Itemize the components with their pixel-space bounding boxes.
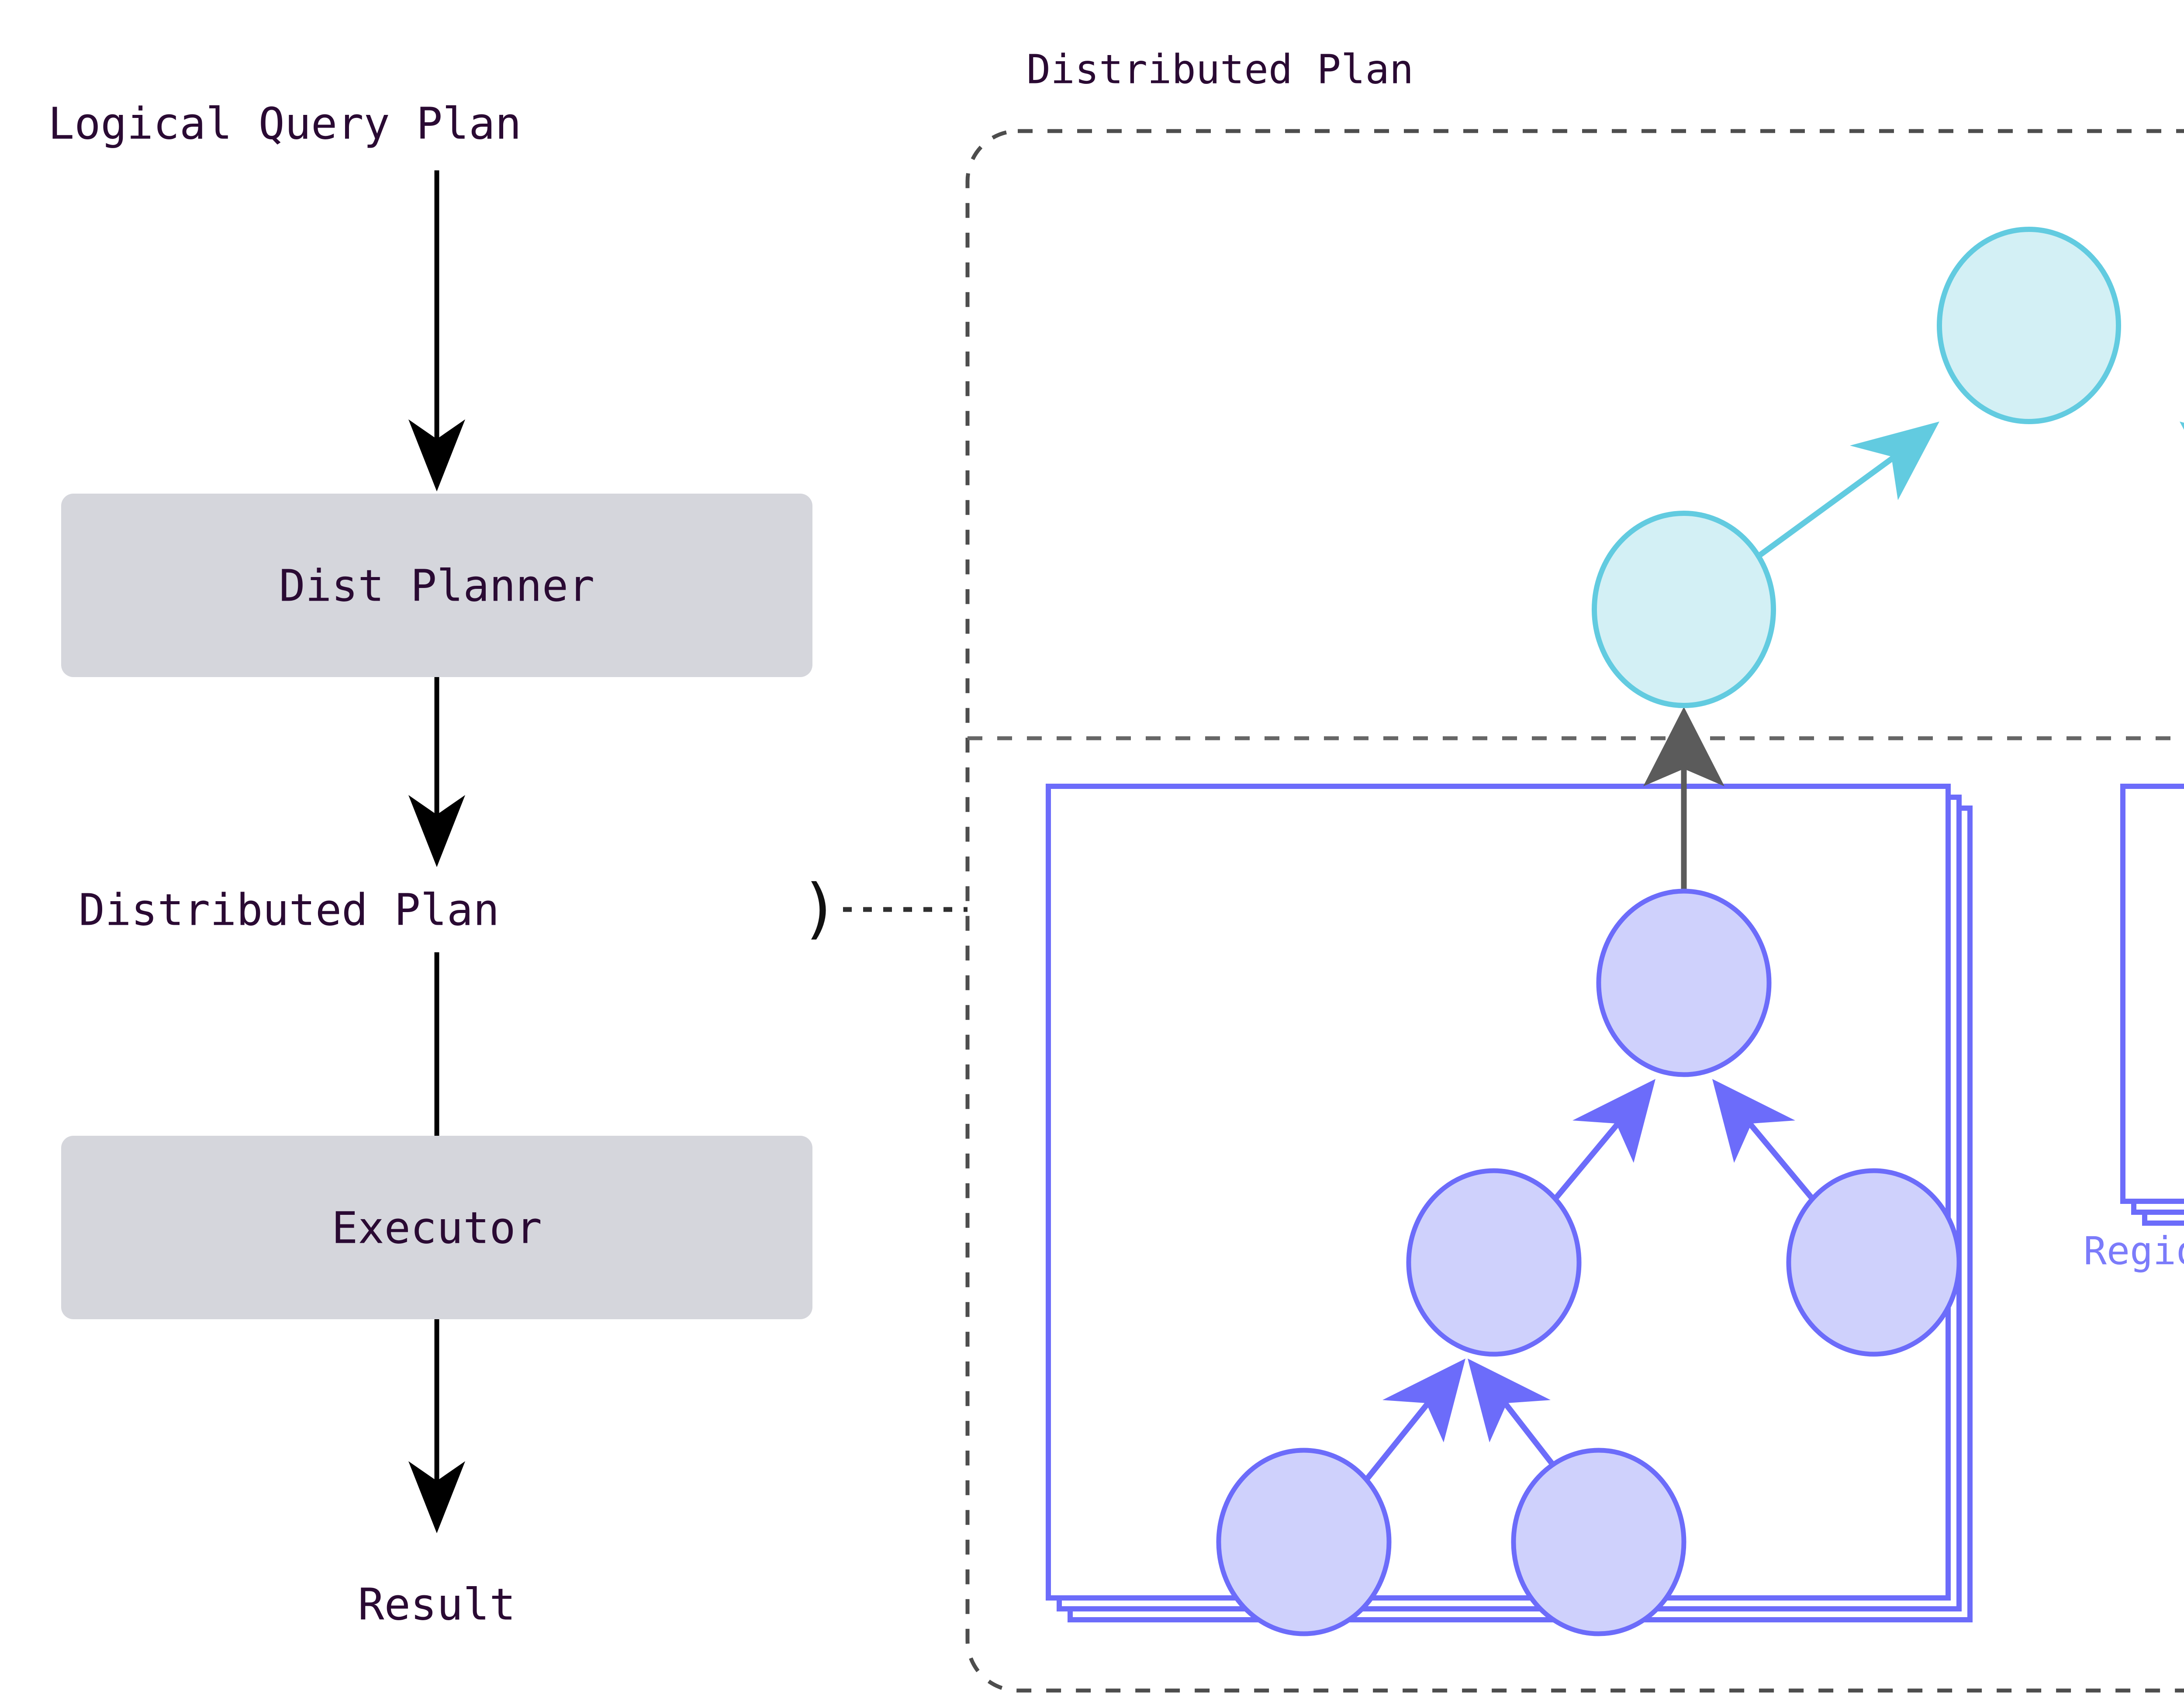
edge-dn-leaf1-to-midl [1365, 1359, 1465, 1481]
datanode-left-leaf2-node[interactable] [1511, 1448, 1686, 1636]
brace-glyph: ) [806, 871, 832, 947]
region-box-right-layer1[interactable] [2120, 784, 2184, 1204]
arrow-planner-to-plan [408, 677, 465, 867]
edge-dn-midr-to-root [1712, 1079, 1815, 1201]
logical-query-plan-label: Logical Query Plan [48, 98, 522, 149]
datanode-left-root-node[interactable] [1596, 889, 1772, 1077]
distributed-plan-title: Distributed Plan [1026, 46, 1413, 93]
arrow-executor-to-result [408, 1319, 465, 1533]
frontend-left-node[interactable] [1592, 511, 1776, 708]
edge-dn-midl-to-root [1553, 1079, 1655, 1201]
executor-box[interactable] [61, 1136, 812, 1319]
edge-fe-right-to-root [2180, 422, 2184, 430]
datanode-left-mid-right-node[interactable] [1786, 1168, 1962, 1357]
frontend-root-node[interactable] [1937, 227, 2121, 424]
datanode-left-leaf1-node[interactable] [1216, 1448, 1392, 1636]
dist-planner-label: Dist Planner [279, 560, 594, 611]
distributed-plan-step-label: Distributed Plan [79, 884, 499, 935]
arrow-datanode-left-to-frontend [1643, 707, 1724, 891]
datanode-left-mid-left-node[interactable] [1406, 1168, 1582, 1357]
dist-planner-box[interactable] [61, 494, 812, 677]
result-label: Result [358, 1579, 515, 1630]
regions-label: Regions [2084, 1228, 2184, 1273]
edge-fe-left-to-root [1759, 422, 1939, 557]
distributed-plan-container [965, 129, 2184, 1693]
arrow-logical-to-planner [408, 170, 465, 491]
executor-label: Executor [332, 1202, 542, 1253]
